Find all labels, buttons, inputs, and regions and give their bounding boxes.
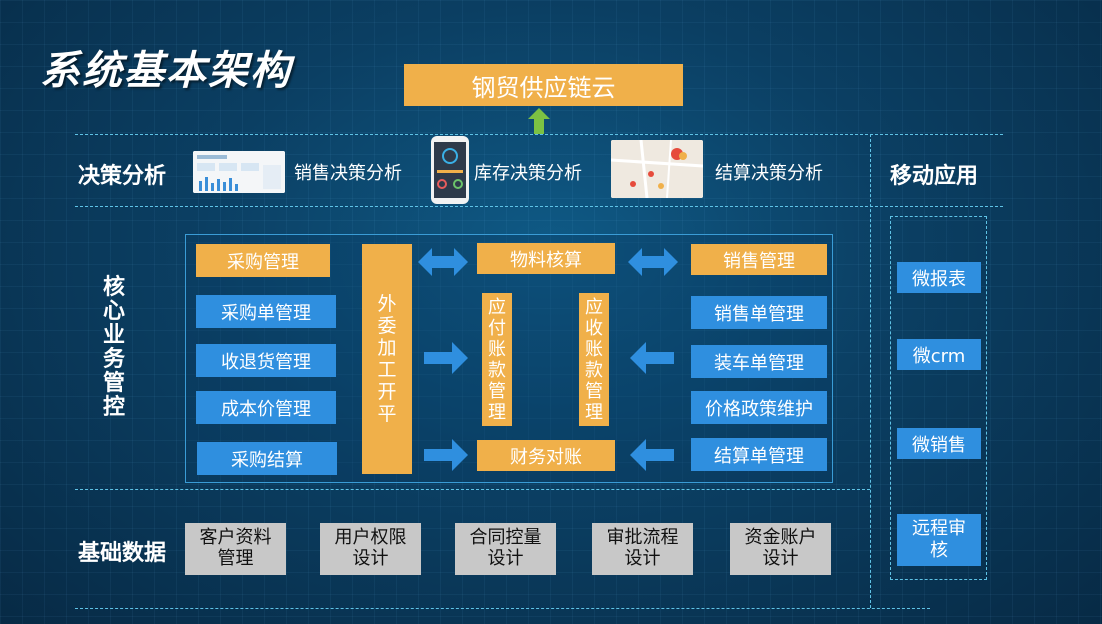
arrow-right-payable-icon: [424, 342, 468, 374]
core-right-loading-order: 装车单管理: [691, 345, 827, 378]
row-label-base: 基础数据: [78, 541, 167, 566]
row-label-mobile: 移动应用: [890, 164, 979, 189]
base-contract-control: 合同控量 设计: [455, 523, 556, 575]
base-approval-flow: 审批流程 设计: [592, 523, 693, 575]
core-right-sales-mgmt: 销售管理: [691, 244, 827, 275]
mobile-micro-sales: 微销售: [897, 428, 981, 459]
decision-item-inventory: 库存决策分析: [474, 163, 582, 184]
page-title: 系统基本架构: [40, 48, 292, 94]
divider-bottom: [75, 608, 930, 609]
double-arrow-left-icon: [418, 248, 468, 276]
core-accounts-receivable: 应收账款管理: [579, 293, 609, 426]
core-left-receive-return: 收退货管理: [196, 344, 336, 377]
settlement-map-thumbnail: [611, 140, 703, 198]
mobile-micro-crm: 微crm: [897, 339, 981, 370]
row-label-core: 核心业务管控: [102, 275, 125, 420]
arrow-left-receivable-icon: [630, 342, 674, 374]
row-label-decision: 决策分析: [78, 164, 167, 189]
core-right-price-policy: 价格政策维护: [691, 391, 827, 424]
core-right-sales-order: 销售单管理: [691, 296, 827, 329]
divider-top: [75, 134, 1003, 135]
arrow-right-reconcile-icon: [424, 439, 468, 471]
core-right-settlement-order: 结算单管理: [691, 438, 827, 471]
divider-mobile: [870, 134, 871, 608]
divider-decision: [75, 206, 1003, 207]
mobile-apps-frame: [890, 216, 987, 580]
divider-core: [75, 489, 870, 490]
base-fund-account: 资金账户 设计: [730, 523, 831, 575]
core-material-accounting: 物料核算: [477, 243, 615, 274]
base-customer-data: 客户资料 管理: [185, 523, 286, 575]
core-finance-reconcile: 财务对账: [477, 440, 615, 471]
base-user-permissions: 用户权限 设计: [320, 523, 421, 575]
core-accounts-payable: 应付账款管理: [482, 293, 512, 426]
core-left-purchase-mgmt: 采购管理: [196, 244, 330, 277]
up-arrow-icon: [528, 108, 550, 134]
decision-item-settlement: 结算决策分析: [715, 163, 823, 184]
top-node-supply-chain-cloud: 钢贸供应链云: [404, 64, 683, 106]
phone-inventory-thumbnail: [431, 136, 469, 204]
double-arrow-right-icon: [628, 248, 678, 276]
sales-dashboard-thumbnail: [193, 151, 285, 193]
decision-item-sales: 销售决策分析: [294, 163, 402, 184]
core-outsource-processing: 外委加工开平: [362, 244, 412, 474]
mobile-micro-report: 微报表: [897, 262, 981, 293]
core-left-purchase-order: 采购单管理: [196, 295, 336, 328]
arrow-left-reconcile-icon: [630, 439, 674, 471]
core-left-cost-price: 成本价管理: [196, 391, 336, 424]
core-left-purchase-settlement: 采购结算: [197, 442, 337, 475]
mobile-remote-approval: 远程审核: [897, 514, 981, 566]
